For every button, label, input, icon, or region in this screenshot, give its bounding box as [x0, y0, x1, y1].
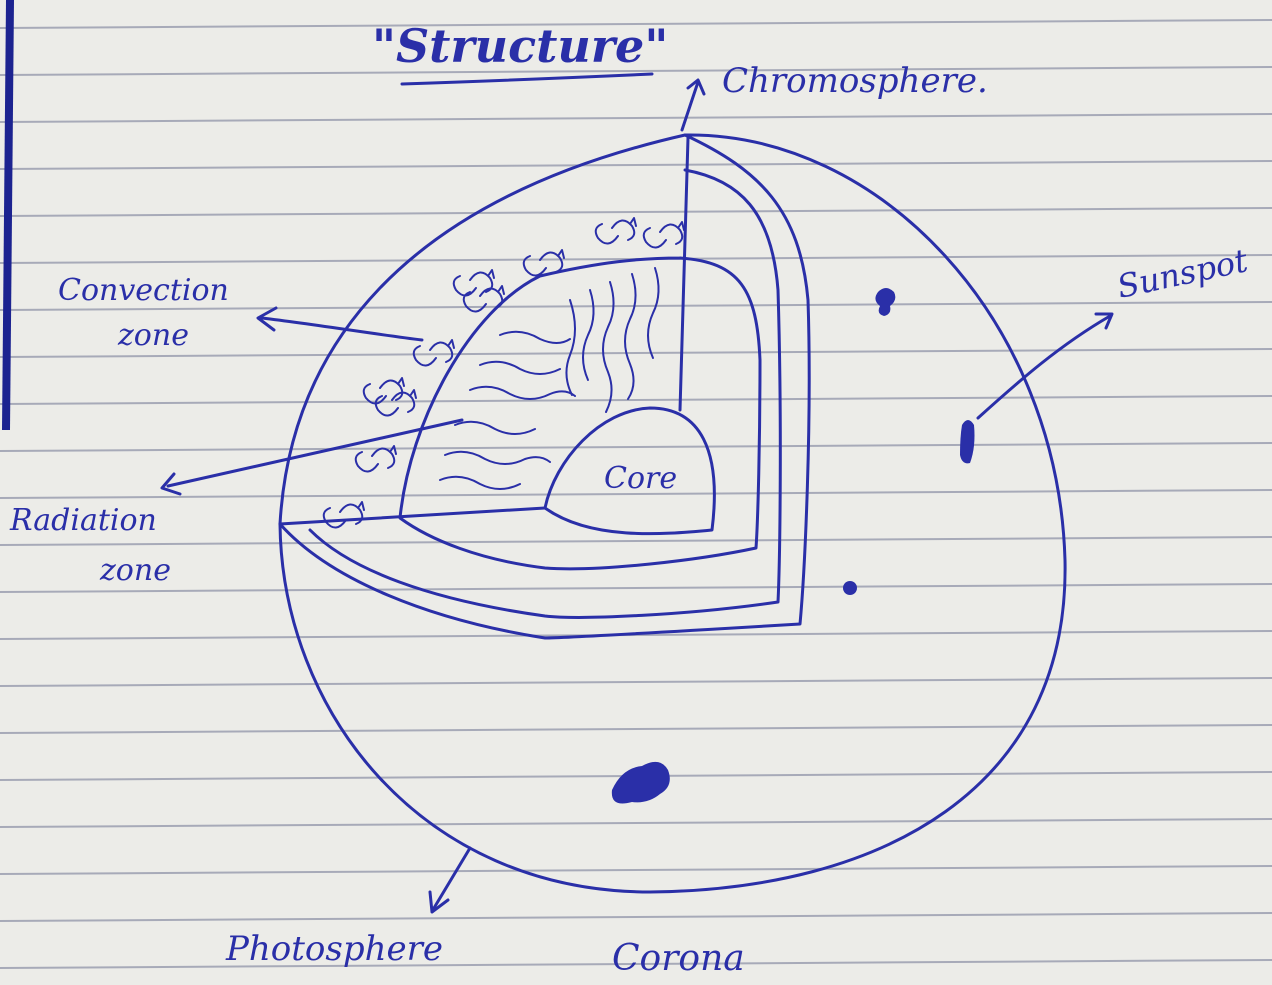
- ruled-line: [0, 114, 1272, 122]
- sunspot-label: Sunspot: [1114, 241, 1251, 306]
- radiation-zone-label-line2: zone: [99, 553, 171, 588]
- convection-cell-icon: [376, 390, 416, 416]
- convection-cell-icon: [454, 270, 494, 296]
- ruled-line: [0, 161, 1272, 169]
- sunspot-1: [875, 288, 895, 316]
- convection-zone-label-line2: zone: [117, 318, 189, 353]
- convection-cell-icon: [324, 502, 364, 528]
- chromosphere-arrow: [682, 82, 698, 130]
- photosphere-arrow: [434, 848, 470, 908]
- core-label: Core: [604, 461, 677, 496]
- ruled-line: [0, 537, 1272, 545]
- ruled-line: [0, 725, 1272, 733]
- convection-cell-icon: [356, 446, 396, 472]
- photosphere-label: Photosphere: [225, 929, 443, 969]
- ruled-line: [0, 913, 1272, 921]
- convection-cell-icon: [364, 378, 404, 404]
- radiation-zone-arrow: [168, 420, 462, 486]
- ruled-line: [0, 396, 1272, 404]
- title-underline: [402, 74, 652, 84]
- convection-cell-icon: [524, 250, 564, 276]
- convection-cell-icon: [414, 340, 454, 366]
- ruled-line: [0, 584, 1272, 592]
- ruled-line: [0, 819, 1272, 827]
- radiation-zone-label: Radiation: [9, 503, 157, 538]
- ruled-line: [0, 208, 1272, 216]
- sunspot-2: [960, 420, 975, 463]
- margin-line: [6, 0, 10, 430]
- ruled-line: [0, 866, 1272, 874]
- sunspot-arrow: [978, 316, 1110, 418]
- radiation-waves: [440, 268, 659, 489]
- ruled-line: [0, 349, 1272, 357]
- photosphere-layer: [310, 170, 780, 617]
- radiation-zone-label-2: zone: [99, 553, 171, 588]
- sunspot-3: [843, 581, 857, 595]
- wedge-vertical-cut: [680, 138, 688, 410]
- convection-cell-icon: [644, 222, 684, 248]
- corona-label: Corona: [612, 938, 745, 979]
- ruled-line: [0, 443, 1272, 451]
- convection-zone-label: Convection: [58, 273, 229, 308]
- chromosphere-label: Chromosphere.: [722, 61, 988, 101]
- wedge-horizontal-cut: [280, 508, 545, 524]
- radiation-zone-label-line1: Radiation: [9, 503, 157, 538]
- sunspot-4: [612, 762, 670, 804]
- convection-cell-icon: [596, 218, 636, 244]
- ruled-line: [0, 678, 1272, 686]
- convection-zone-label-2: zone: [117, 318, 189, 353]
- diagram-title: "Structure": [372, 19, 668, 73]
- convection-zone-label-line1: Convection: [58, 273, 229, 308]
